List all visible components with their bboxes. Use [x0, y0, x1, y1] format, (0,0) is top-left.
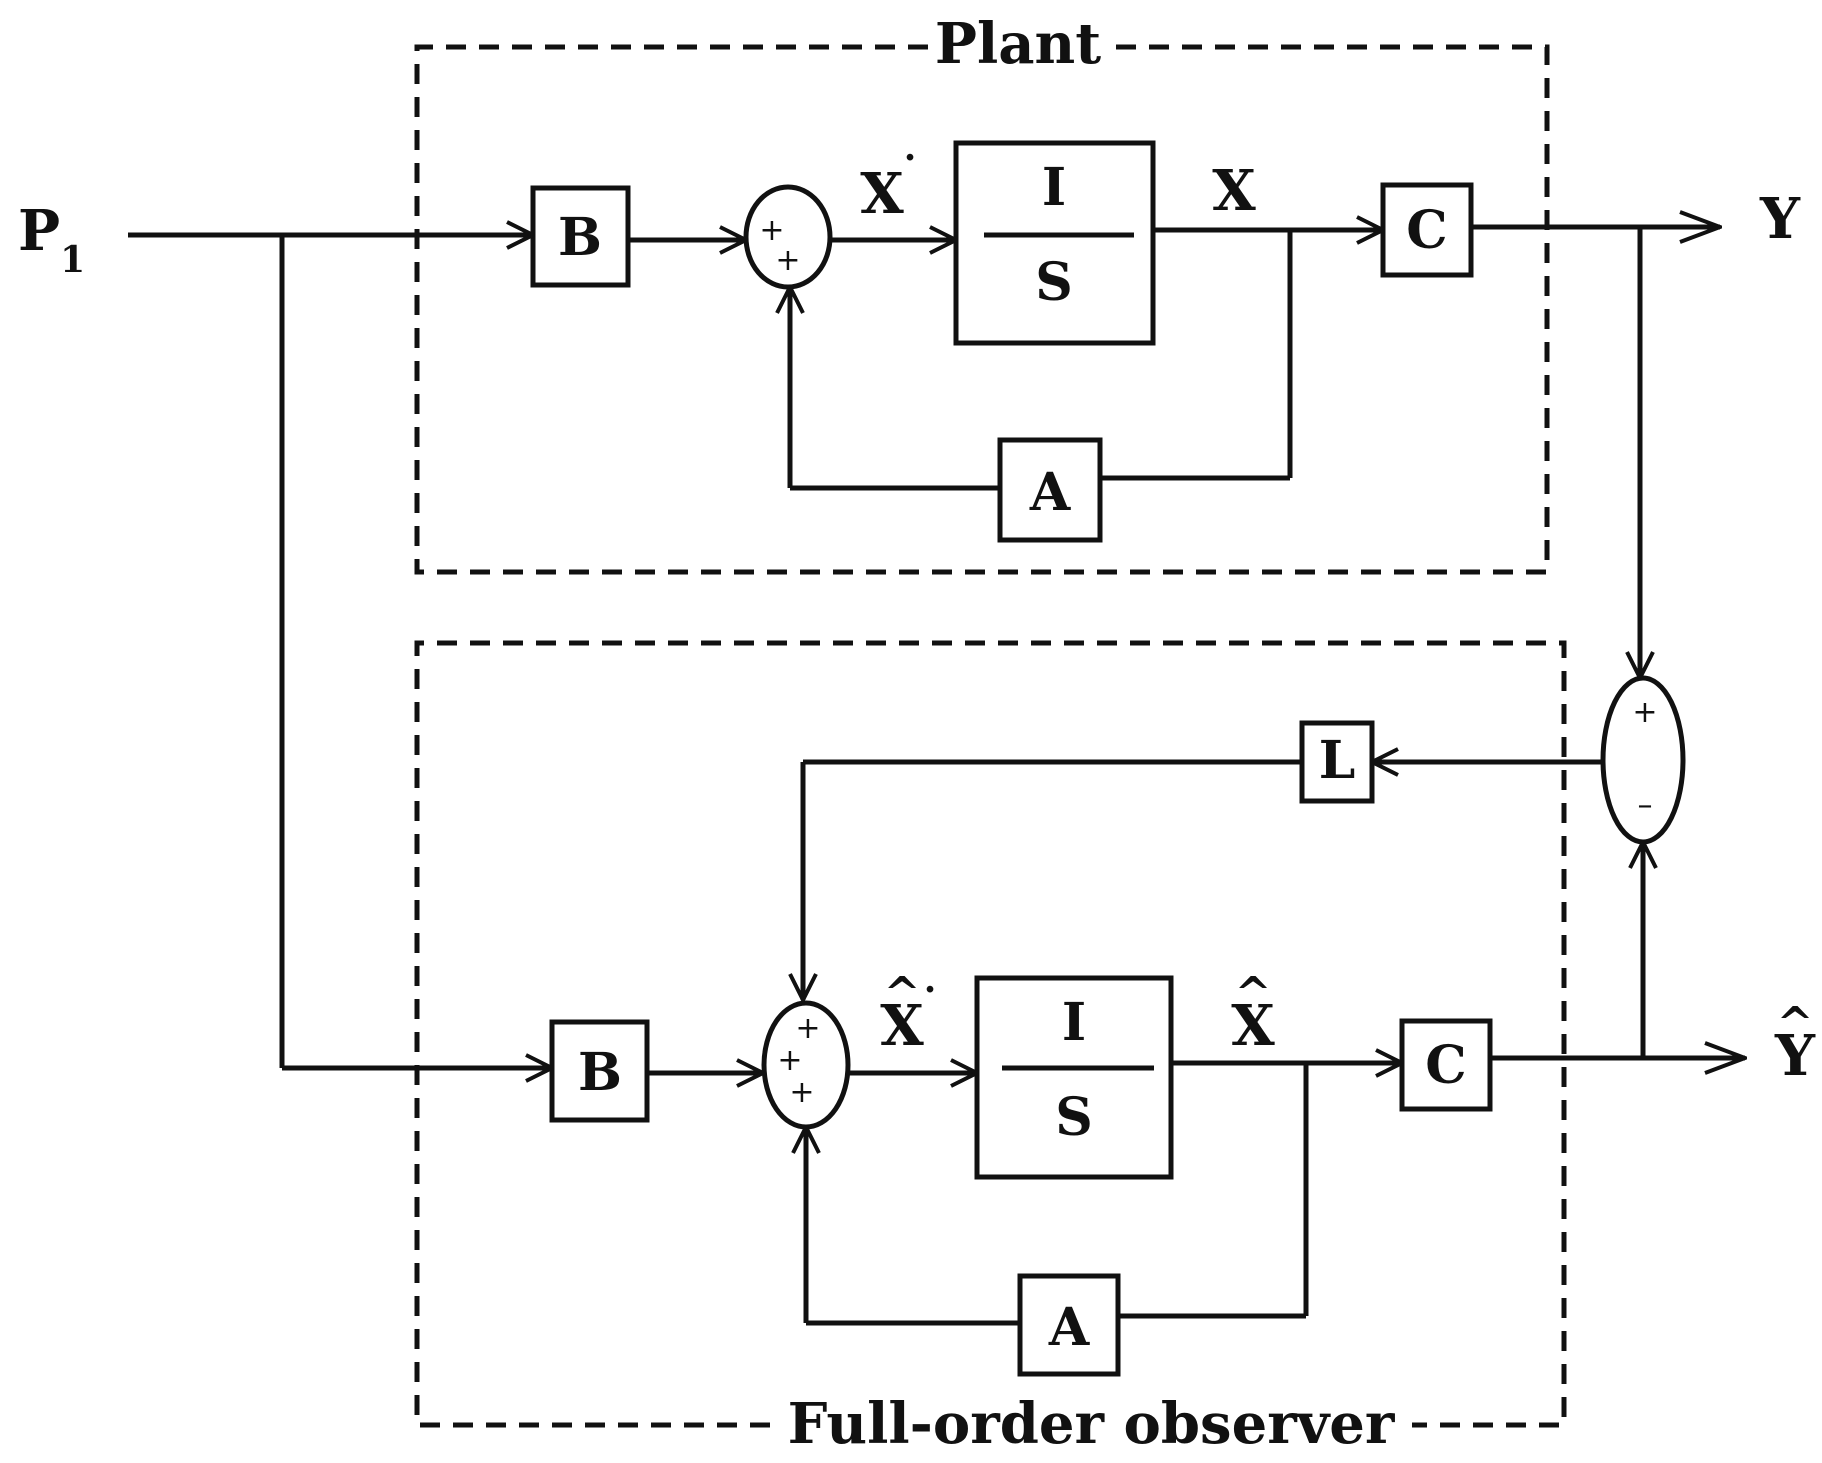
svg-text:C: C [1406, 200, 1447, 261]
input-signal-label: P1 [18, 198, 85, 281]
plant-b-block: B [530, 185, 631, 288]
svg-text:I: I [1042, 157, 1066, 218]
svg-text:^: ^ [1235, 968, 1272, 1019]
svg-text:B: B [578, 1042, 622, 1103]
plant-integrator-block: I S [953, 140, 1156, 346]
svg-text:+: + [777, 1043, 802, 1078]
plant-output-y-label: Y [1759, 186, 1801, 252]
svg-text:A: A [1029, 462, 1071, 523]
observer-xhat-label: X ^ [1231, 968, 1275, 1059]
plant-feedback-path [790, 230, 1293, 491]
observer-feedback-path [806, 1063, 1309, 1326]
plant-group-label: Plant [935, 11, 1101, 77]
plant-x-label: X [1212, 158, 1256, 224]
observer-xhat-dot-label: X ^ · [880, 968, 936, 1059]
svg-text:+: + [795, 1011, 820, 1046]
observer-a-block: A [1017, 1273, 1121, 1377]
svg-text:^: ^ [884, 968, 921, 1019]
observer-output-yhat-label: Y ^ [1774, 998, 1816, 1089]
svg-text:X: X [1231, 993, 1275, 1059]
plant-a-block: A [997, 437, 1103, 543]
observer-c-block: C [1399, 1018, 1493, 1112]
input-line [128, 235, 552, 1068]
plant-group-border [414, 44, 1550, 575]
svg-text:S: S [1055, 1087, 1093, 1148]
observer-b-block: B [549, 1019, 650, 1123]
svg-text:+: + [1632, 695, 1657, 730]
svg-text:·: · [924, 969, 937, 1011]
svg-text:Y: Y [1774, 1023, 1816, 1089]
observer-group-label: Full-order observer [788, 1391, 1396, 1457]
svg-text:B: B [558, 207, 602, 268]
l-feedback-path [803, 759, 1302, 1000]
svg-text:+: + [789, 1075, 814, 1110]
plant-c-block: C [1380, 182, 1474, 278]
svg-text:^: ^ [1777, 998, 1814, 1049]
svg-text:A: A [1048, 1297, 1090, 1358]
svg-text:+: + [759, 213, 784, 248]
observer-summer: + + + [761, 1000, 851, 1130]
svg-text:L: L [1319, 730, 1356, 791]
plant-xdot-dot: · [904, 137, 917, 179]
svg-text:X: X [880, 993, 924, 1059]
svg-text:+: + [775, 243, 800, 278]
observer-gain-l-block: L [1299, 720, 1375, 804]
plant-summer: + + [743, 184, 833, 290]
svg-text:S: S [1035, 252, 1073, 313]
observer-integrator-block: I S [974, 975, 1174, 1180]
svg-text:–: – [1638, 788, 1653, 823]
svg-text:C: C [1425, 1035, 1466, 1096]
error-summer: + – [1600, 675, 1686, 845]
plant-xdot-label: X [860, 161, 904, 227]
svg-text:I: I [1062, 992, 1086, 1053]
